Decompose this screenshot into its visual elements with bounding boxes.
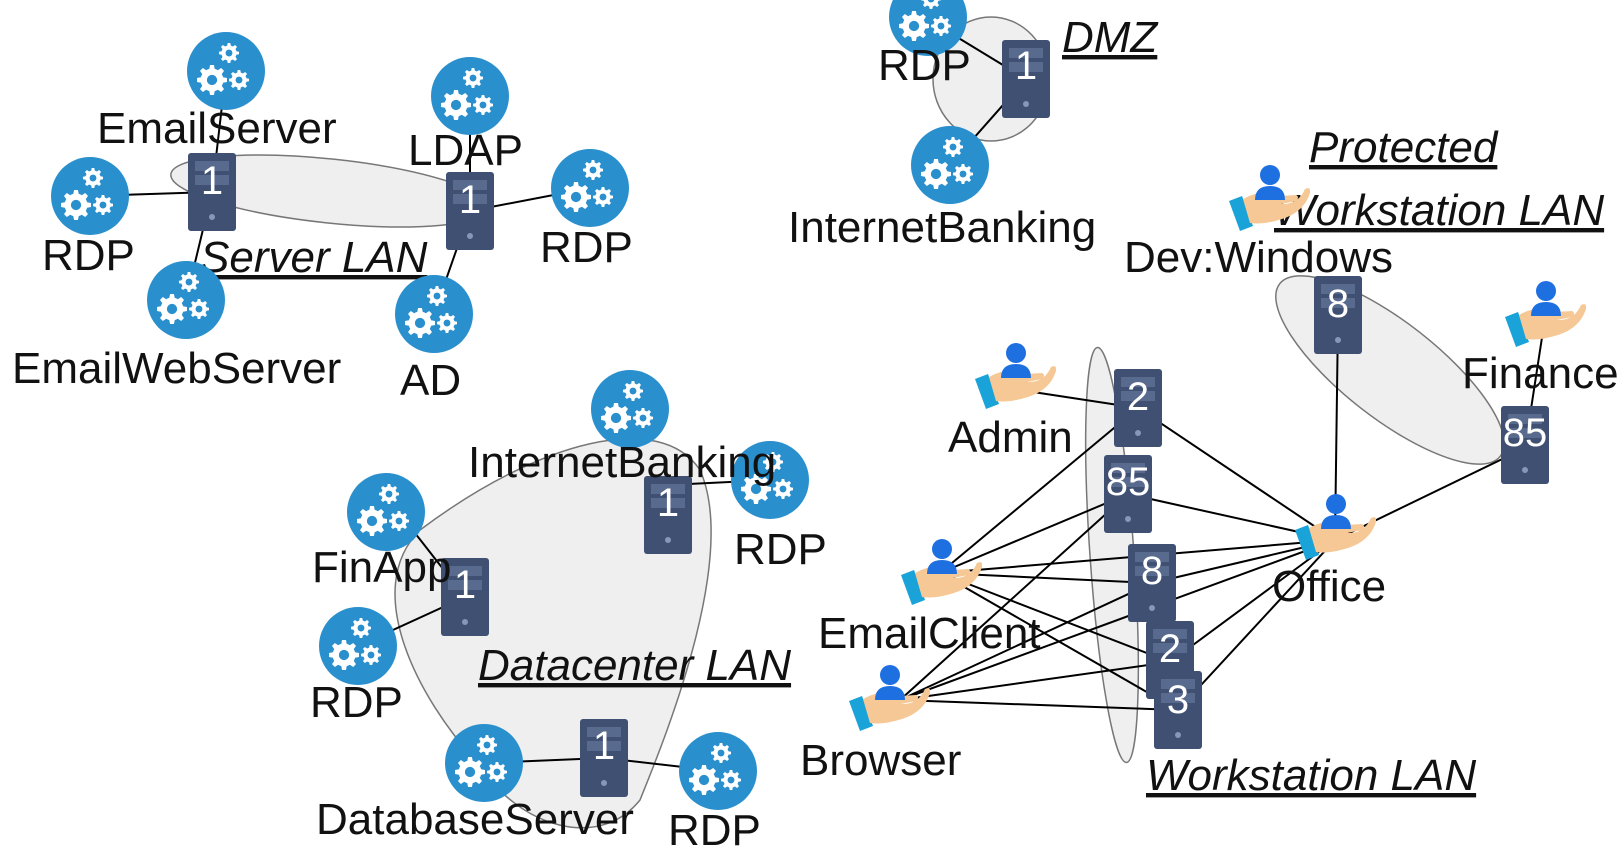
server-node: 1	[446, 172, 494, 250]
server-node: 1	[188, 153, 236, 231]
network-labels: Server LAN DMZ Protected Workstation LAN…	[200, 13, 1604, 800]
service-label: RDP	[734, 525, 827, 574]
server-count: 1	[657, 481, 679, 525]
gears-icon	[319, 607, 397, 685]
service-label: RDP	[668, 806, 761, 848]
service-label: InternetBanking	[468, 438, 776, 487]
server-count: 2	[1159, 627, 1181, 671]
user-hand-icon	[975, 343, 1056, 409]
server-count: 1	[454, 563, 476, 607]
gears-icon	[431, 57, 509, 135]
network-label-dmz: DMZ	[1062, 13, 1159, 62]
edge	[899, 699, 1179, 711]
service-label: RDP	[310, 678, 403, 727]
service-label: EmailWebServer	[12, 344, 341, 393]
gears-icon	[551, 149, 629, 227]
server-node: 8	[1128, 544, 1176, 622]
service-label: FinApp	[312, 543, 451, 592]
user-label: Admin	[948, 413, 1073, 462]
server-count: 1	[459, 178, 481, 222]
edge	[899, 661, 1171, 701]
server-count: 8	[1141, 549, 1163, 593]
server-count: 8	[1327, 282, 1349, 326]
service-label: RDP	[540, 223, 633, 272]
server-node: 1	[1002, 40, 1050, 118]
server-node: 85	[1104, 455, 1152, 533]
server-node: 2	[1146, 621, 1194, 699]
edge	[1169, 539, 1336, 663]
network-label-server-lan: Server LAN	[200, 233, 428, 282]
network-label-datacenter-lan: Datacenter LAN	[478, 641, 791, 690]
gears-icon	[51, 157, 129, 235]
server-count: 3	[1167, 678, 1189, 722]
user-label: Browser	[800, 736, 961, 785]
network-label-protected: Protected	[1309, 123, 1499, 172]
edge	[939, 572, 1171, 663]
gears-icon	[347, 473, 425, 551]
user-label: Finance	[1462, 349, 1619, 398]
server-node: 1	[441, 558, 489, 636]
gears-icon	[147, 261, 225, 339]
network-label-protected-workstation-lan: Workstation LAN	[1274, 186, 1604, 235]
server-count: 1	[1015, 44, 1037, 88]
gears-icon	[679, 732, 757, 810]
server-count: 85	[1503, 411, 1548, 455]
servers: 1 1 1 1 1 1 2 85	[188, 40, 1549, 797]
gears-icon	[591, 370, 669, 448]
gears-icon	[187, 32, 265, 110]
edge	[1137, 407, 1336, 541]
edge	[899, 582, 1153, 701]
service-label: DatabaseServer	[316, 795, 634, 844]
server-node: 85	[1501, 406, 1549, 484]
service-label: LDAP	[408, 126, 523, 175]
edge	[939, 407, 1139, 574]
edge	[939, 493, 1129, 574]
network-label-workstation-lan: Workstation LAN	[1146, 751, 1476, 800]
server-node: 8	[1314, 276, 1362, 354]
service-label: EmailServer	[97, 104, 337, 153]
user-label: EmailClient	[818, 609, 1041, 658]
service-label: InternetBanking	[788, 203, 1096, 252]
gears-icon	[445, 724, 523, 802]
server-node: 2	[1114, 369, 1162, 447]
server-node: 3	[1154, 671, 1202, 749]
server-node: 1	[580, 719, 628, 797]
user-label: Dev:Windows	[1124, 233, 1393, 282]
gears-icon	[395, 275, 473, 353]
service-label: RDP	[42, 231, 135, 280]
server-count: 1	[593, 724, 615, 768]
edge	[899, 539, 1336, 701]
edge	[1334, 447, 1526, 541]
user-hand-icon	[1505, 281, 1586, 347]
server-node: 1	[644, 476, 692, 554]
server-count: 1	[201, 159, 223, 203]
server-count: 85	[1106, 460, 1151, 504]
edge	[899, 493, 1129, 701]
gears-icon	[911, 126, 989, 204]
server-count: 2	[1127, 375, 1149, 419]
service-label: RDP	[878, 41, 971, 90]
node-labels: EmailServer RDP EmailWebServer LDAP RDP …	[12, 41, 1619, 848]
edge	[1177, 539, 1336, 711]
service-label: AD	[400, 356, 461, 405]
user-label: Office	[1272, 562, 1386, 611]
